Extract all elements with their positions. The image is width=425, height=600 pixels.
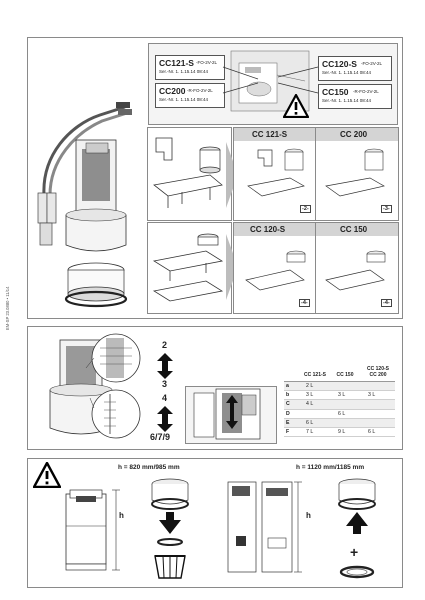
- step-tag: -2-: [300, 205, 311, 213]
- label-pointer-lines: [222, 66, 319, 94]
- label-code: CC150: [322, 87, 349, 97]
- table-row: b 3 L 3 L 3 L: [284, 390, 395, 401]
- label-serial: Ser.-Nr. 1. 1.15.14 08:44: [322, 70, 372, 75]
- flush-valve-assembly-illustration: [37, 102, 132, 308]
- flush-volume-table: a 2 L b 3 L 3 L 3 L C 4 L D 6 L E 6 L F …: [284, 382, 395, 438]
- flush-valve-adjustment-illustration: [49, 333, 141, 439]
- model-header: CC 200: [340, 130, 368, 139]
- arrow-top-upper-value: 2: [162, 340, 168, 350]
- model-illustrations: [245, 148, 386, 291]
- label-card-cc121s: CC121-S -FO-2V-2L Ser.-Nr. 1. 1.15.14 08…: [155, 55, 225, 80]
- label-suffix: -FO-2V-2L: [361, 61, 383, 66]
- table-row: a 2 L: [284, 382, 395, 392]
- warning-icon: [283, 94, 309, 118]
- table-row: E 6 L: [284, 418, 395, 428]
- step-tag: -4-: [381, 299, 392, 307]
- step-tag: -3-: [381, 205, 392, 213]
- model-header: CC 150: [340, 225, 368, 234]
- warning-icon: [33, 462, 61, 488]
- chevron-right-icon: [226, 234, 238, 300]
- label-suffix: -R-FO-2V-2L: [187, 88, 213, 93]
- model-grid-bottom: [233, 222, 399, 314]
- adjustment-detail-illustration: [193, 388, 261, 440]
- chevron-right-icon: [226, 142, 238, 208]
- label-suffix: -FO-2V-2L: [196, 60, 218, 65]
- label-serial: Ser.-Nr. 1. 1.15.14 08:44: [322, 98, 372, 103]
- plus-icon: +: [350, 544, 359, 560]
- label-suffix: -R-FO-2V-2L: [353, 89, 379, 94]
- document-code: EM-SP 23.0880 • 11/14: [5, 286, 10, 330]
- arrow-bottom-lower-value: 6/7/9: [150, 432, 171, 442]
- components-illustration-top: [153, 137, 223, 208]
- label-card-cc150: CC150 -R-FO-2V-2L Ser.-Nr. 1. 1.15.14 08…: [318, 84, 392, 109]
- height-symbol: h: [306, 511, 311, 520]
- arrow-bottom-upper-value: 4: [162, 393, 168, 403]
- label-code: CC121-S: [159, 58, 194, 68]
- label-serial: Ser.-Nr. 1. 1.15.14 08:44: [159, 69, 209, 74]
- label-card-cc200: CC200 -R-FO-2V-2L Ser.-Nr. 1. 1.15.14 08…: [155, 83, 225, 108]
- seal-removal-illustration: [151, 478, 189, 579]
- seal-insertion-illustration: [338, 478, 376, 579]
- up-down-arrow-icon: [157, 406, 173, 432]
- label-code: CC200: [159, 86, 186, 96]
- installation-frame-high-illustration: [227, 481, 302, 573]
- components-illustration-bottom: [152, 233, 224, 302]
- left-frame-height: h = 820 mm/985 mm: [118, 464, 180, 471]
- label-code: CC120-S: [322, 59, 357, 69]
- up-down-arrow-icon: [157, 353, 173, 379]
- step-tag: -4-: [299, 299, 310, 307]
- model-header: CC 121-S: [252, 130, 288, 139]
- model-grid-top: [233, 127, 399, 221]
- table-header: CC 120-S CC 200: [367, 366, 389, 378]
- height-symbol: h: [119, 511, 124, 520]
- label-card-cc120s: CC120-S -FO-2V-2L Ser.-Nr. 1. 1.15.14 08…: [318, 56, 392, 81]
- table-row: C 4 L: [284, 399, 395, 410]
- table-row: F 7 L 9 L 6 L: [284, 427, 395, 438]
- arrow-top-lower-value: 3: [162, 379, 168, 389]
- table-row: D 6 L: [284, 409, 395, 419]
- label-serial: Ser.-Nr. 1. 1.15.14 08:44: [159, 97, 209, 102]
- table-header: CC 121-S: [304, 372, 326, 378]
- table-header: CC 150: [336, 372, 354, 378]
- right-frame-height: h = 1120 mm/1185 mm: [296, 464, 365, 471]
- installation-frame-low-illustration: [65, 489, 120, 571]
- model-header: CC 120-S: [250, 225, 286, 234]
